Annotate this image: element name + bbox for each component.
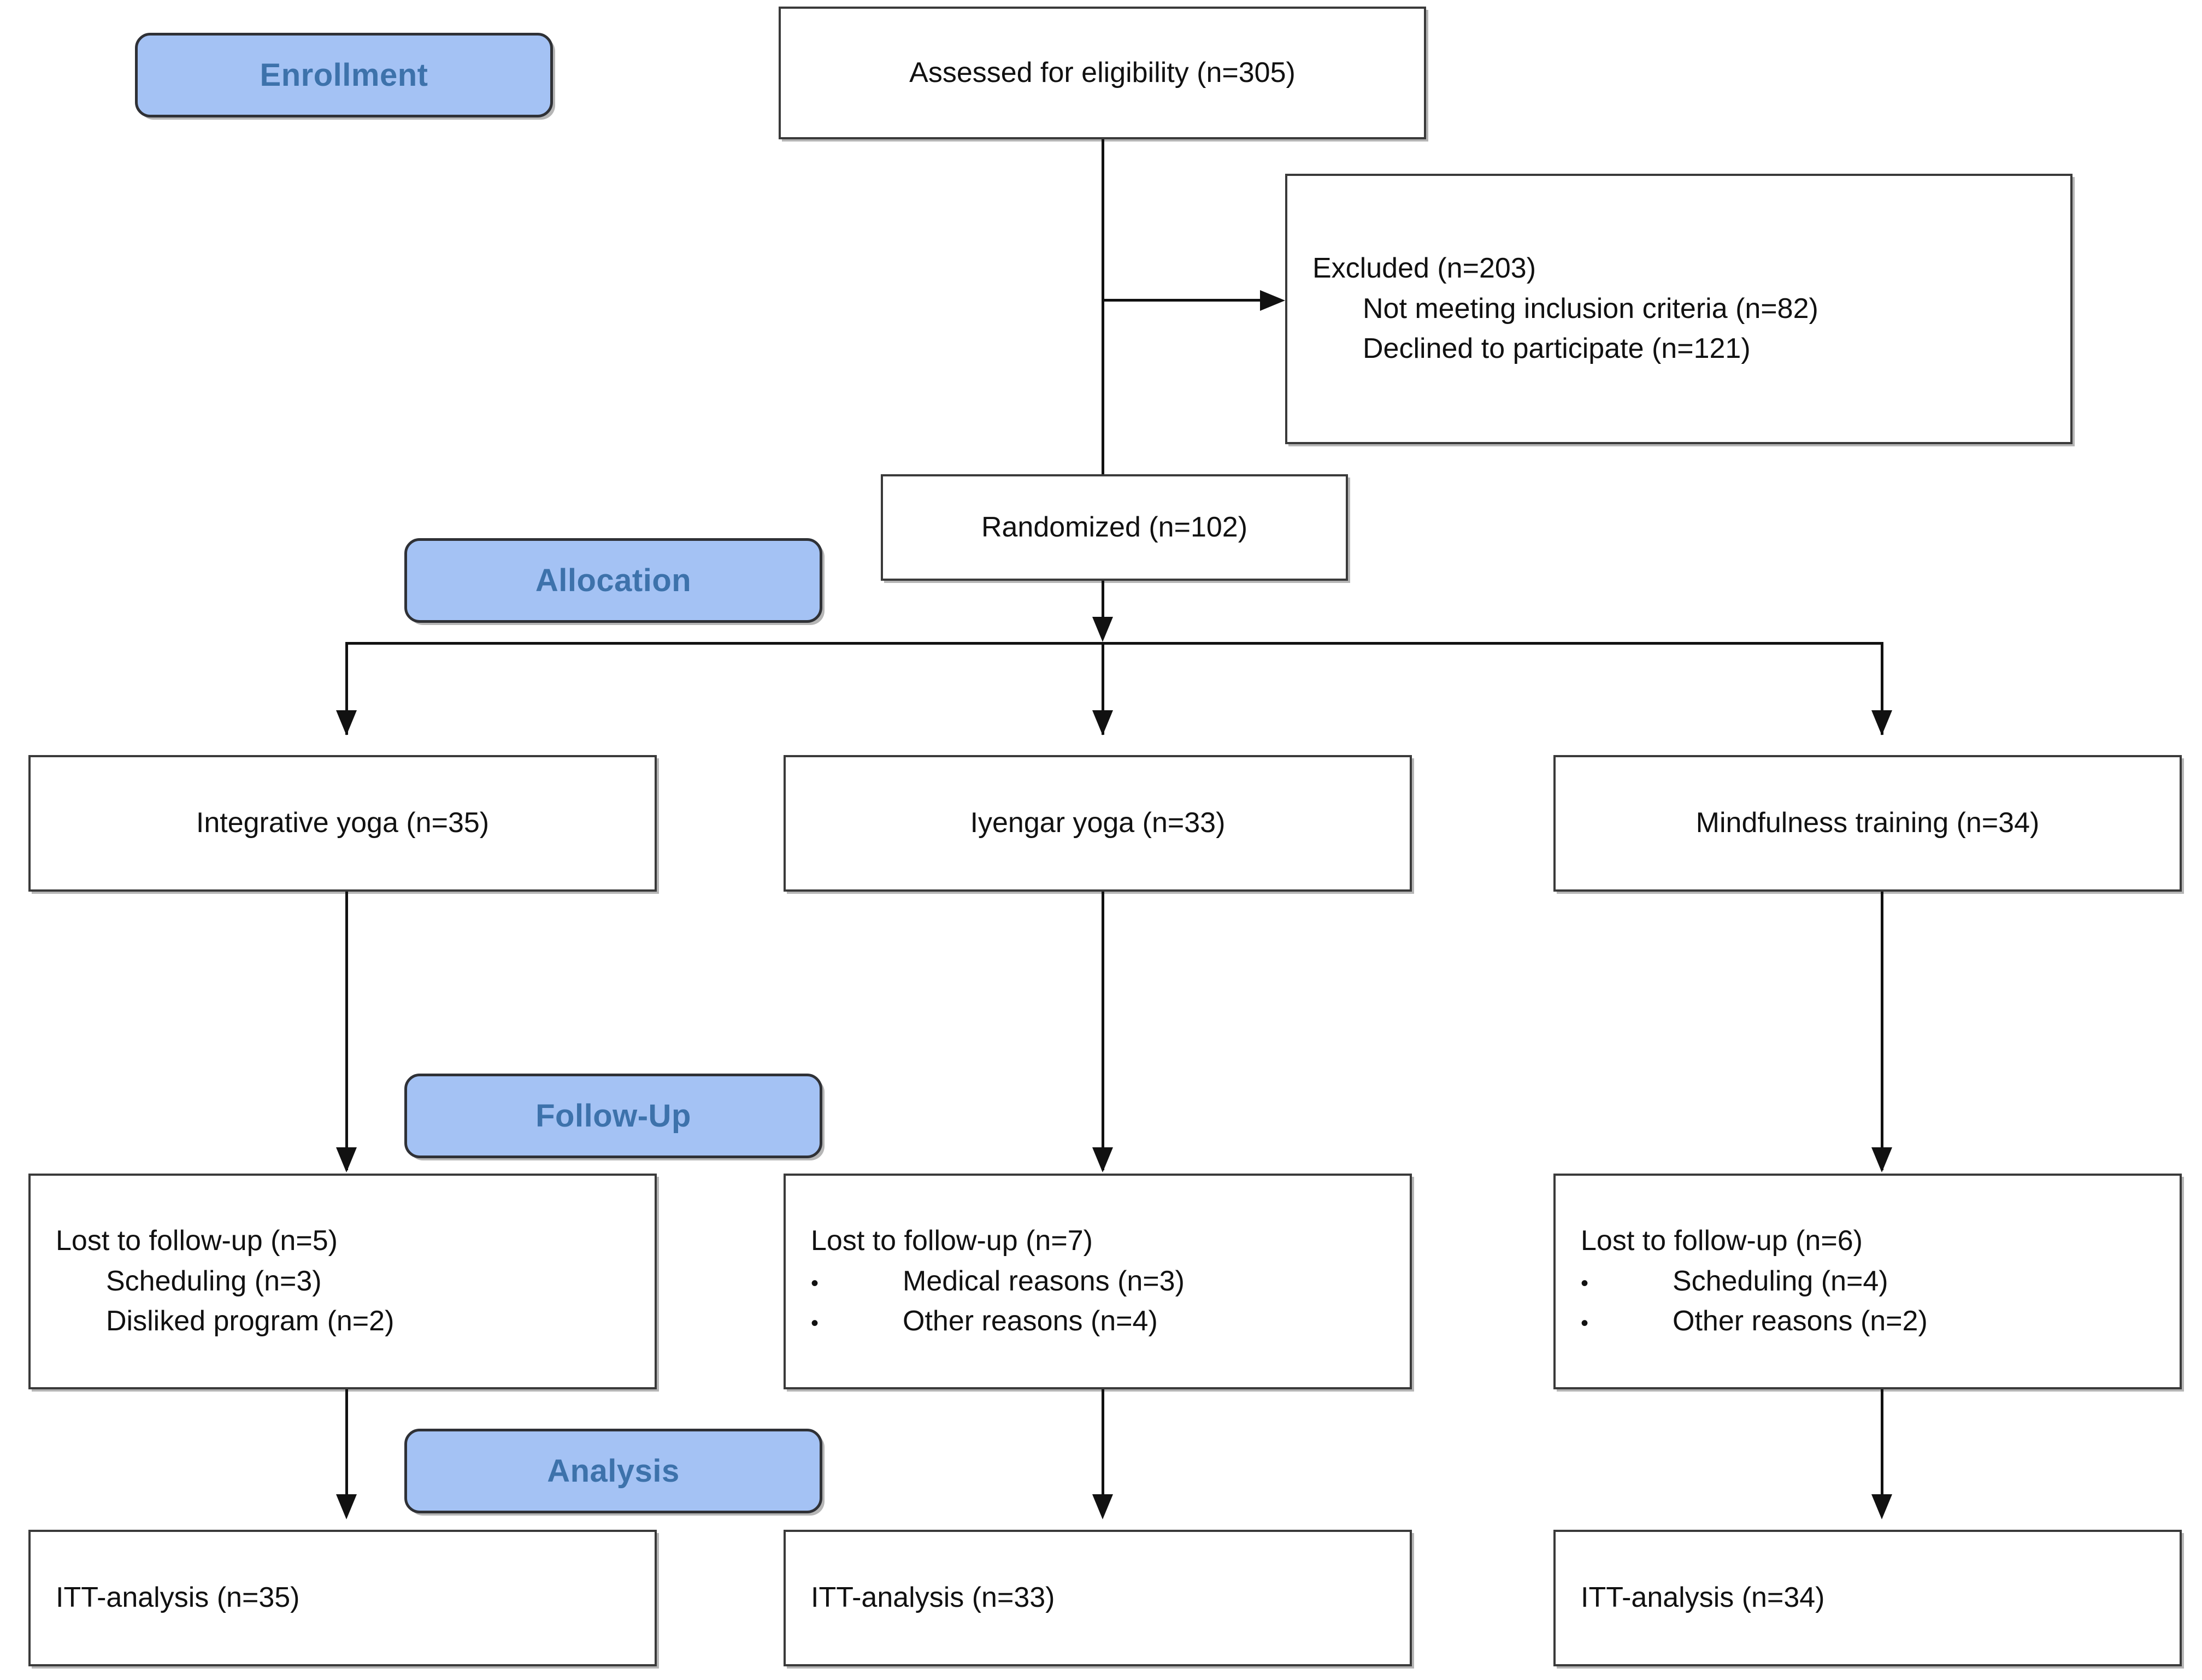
- connector-arm-2-followup-to-analysis: [1102, 1389, 1104, 1507]
- followup-arm-1-title: Lost to follow-up (n=5): [56, 1224, 338, 1257]
- analysis-arm-2-text: ITT-analysis (n=33): [811, 1582, 1055, 1614]
- box-analysis-iyengar-yoga: ITT-analysis (n=33): [784, 1530, 1412, 1666]
- analysis-arm-1-text: ITT-analysis (n=35): [56, 1582, 300, 1614]
- stage-label-enrollment-text: Enrollment: [260, 57, 428, 93]
- connector-arm-3-allocation-to-followup: [1881, 892, 1883, 1170]
- box-allocation-iyengar-yoga: Iyengar yoga (n=33): [784, 755, 1412, 892]
- connector-arm-1-allocation-to-followup: [345, 892, 348, 1170]
- arrowhead-arm-1-analysis: [336, 1494, 357, 1519]
- box-followup-mindfulness-training: Lost to follow-up (n=6) • Scheduling (n=…: [1553, 1174, 2182, 1389]
- connector-arm-1-followup-to-analysis: [345, 1389, 348, 1507]
- stage-label-allocation-text: Allocation: [535, 563, 692, 598]
- bullet-icon: •: [1581, 1271, 1589, 1295]
- excluded-reason-1-text: Not meeting inclusion criteria (n=82): [1363, 292, 1818, 325]
- stage-label-followup-text: Follow-Up: [535, 1098, 691, 1134]
- arrowhead-arm-1-followup: [336, 1147, 357, 1172]
- allocation-arm-3-text: Mindfulness training (n=34): [1695, 807, 2040, 839]
- connector-drop-arm-3: [1881, 642, 1883, 735]
- followup-arm-1-reason-2-text: Disliked program (n=2): [106, 1305, 395, 1337]
- box-assessed-for-eligibility: Assessed for eligibility (n=305): [779, 7, 1426, 139]
- arrowhead-arm-2-analysis: [1092, 1494, 1113, 1519]
- box-excluded: Excluded (n=203) Not meeting inclusion c…: [1285, 174, 2073, 444]
- followup-arm-3-title: Lost to follow-up (n=6): [1581, 1224, 1863, 1257]
- stage-label-analysis-text: Analysis: [547, 1453, 680, 1489]
- stage-label-allocation: Allocation: [404, 538, 822, 623]
- followup-arm-2-reason-2: • Other reasons (n=4): [811, 1301, 1185, 1342]
- connector-arm-2-allocation-to-followup: [1102, 892, 1104, 1170]
- connector-to-excluded: [1102, 299, 1260, 302]
- followup-arm-2-reason-1: • Medical reasons (n=3): [811, 1262, 1185, 1302]
- bullet-icon: •: [1581, 1311, 1589, 1336]
- allocation-arm-2-text: Iyengar yoga (n=33): [970, 807, 1226, 839]
- allocation-arm-1-text: Integrative yoga (n=35): [196, 807, 490, 839]
- box-analysis-integrative-yoga: ITT-analysis (n=35): [28, 1530, 657, 1666]
- excluded-title: Excluded (n=203): [1312, 252, 1536, 284]
- connector-assessed-to-randomized: [1102, 139, 1104, 475]
- excluded-reason-2: Declined to participate (n=121): [1312, 329, 1818, 369]
- connector-drop-arm-2: [1102, 642, 1104, 735]
- followup-arm-3-reason-2: • Other reasons (n=2): [1581, 1301, 1928, 1342]
- followup-arm-3-reason-2-text: Other reasons (n=2): [1673, 1305, 1928, 1337]
- stage-label-followup: Follow-Up: [404, 1074, 822, 1158]
- followup-arm-3-reason-1-text: Scheduling (n=4): [1673, 1265, 1888, 1297]
- excluded-reason-2-text: Declined to participate (n=121): [1363, 333, 1751, 365]
- stage-label-analysis: Analysis: [404, 1429, 822, 1513]
- followup-arm-3-reason-1: • Scheduling (n=4): [1581, 1262, 1928, 1302]
- followup-arm-2-reason-2-text: Other reasons (n=4): [903, 1305, 1158, 1337]
- randomized-title: Randomized (n=102): [981, 511, 1248, 543]
- box-analysis-mindfulness-training: ITT-analysis (n=34): [1553, 1530, 2182, 1666]
- box-randomized: Randomized (n=102): [881, 474, 1348, 581]
- arrowhead-to-excluded: [1260, 290, 1285, 311]
- connector-drop-arm-1: [345, 642, 348, 735]
- arrowhead-arm-3-allocation: [1871, 710, 1892, 735]
- arrowhead-arm-3-followup: [1871, 1147, 1892, 1172]
- followup-arm-2-title: Lost to follow-up (n=7): [811, 1224, 1093, 1257]
- connector-arm-3-followup-to-analysis: [1881, 1389, 1883, 1507]
- arrowhead-arm-2-followup: [1092, 1147, 1113, 1172]
- assessed-title: Assessed for eligibility (n=305): [909, 56, 1296, 89]
- box-allocation-integrative-yoga: Integrative yoga (n=35): [28, 755, 657, 892]
- connector-randomized-to-split: [1102, 581, 1104, 617]
- connector-allocation-distributor: [346, 642, 1883, 645]
- excluded-reason-1: Not meeting inclusion criteria (n=82): [1312, 289, 1818, 329]
- arrowhead-arm-3-analysis: [1871, 1494, 1892, 1519]
- analysis-arm-3-text: ITT-analysis (n=34): [1581, 1582, 1825, 1614]
- box-followup-iyengar-yoga: Lost to follow-up (n=7) • Medical reason…: [784, 1174, 1412, 1389]
- bullet-icon: •: [811, 1271, 819, 1295]
- box-allocation-mindfulness-training: Mindfulness training (n=34): [1553, 755, 2182, 892]
- followup-arm-1-reason-2: Disliked program (n=2): [56, 1301, 394, 1342]
- arrowhead-arm-1-allocation: [336, 710, 357, 735]
- bullet-icon: •: [811, 1311, 819, 1336]
- arrowhead-arm-2-allocation: [1092, 710, 1113, 735]
- followup-arm-1-reason-1-text: Scheduling (n=3): [106, 1265, 322, 1297]
- followup-arm-2-reason-1-text: Medical reasons (n=3): [903, 1265, 1185, 1297]
- stage-label-enrollment: Enrollment: [135, 33, 553, 117]
- arrowhead-randomized-split: [1092, 617, 1113, 642]
- box-followup-integrative-yoga: Lost to follow-up (n=5) Scheduling (n=3)…: [28, 1174, 657, 1389]
- followup-arm-1-reason-1: Scheduling (n=3): [56, 1262, 394, 1302]
